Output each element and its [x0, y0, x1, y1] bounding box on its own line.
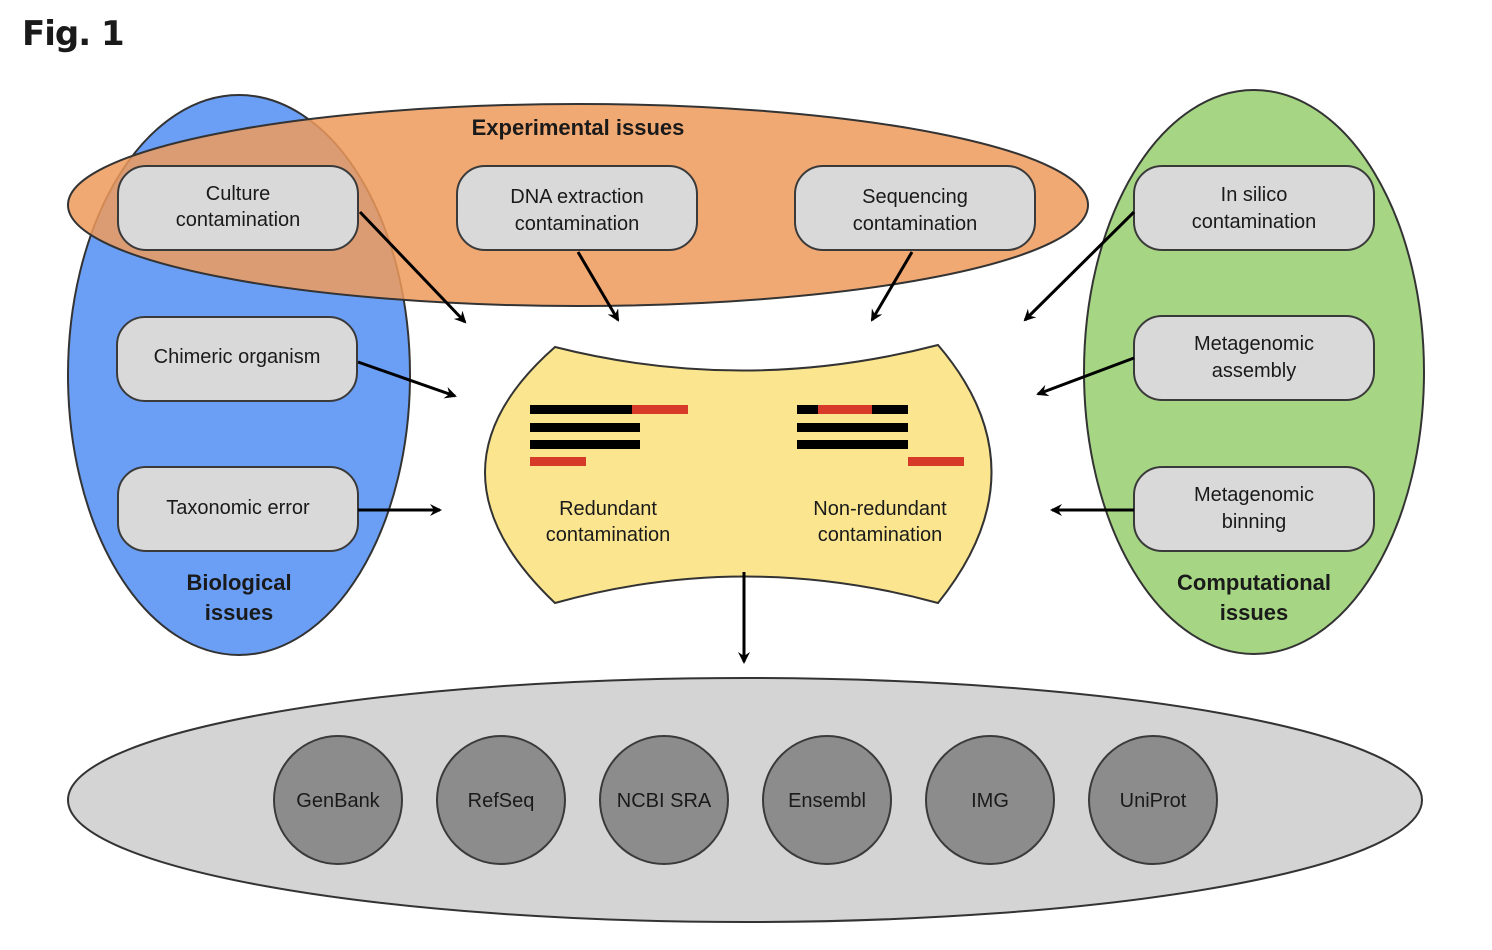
culture-contamination-box: Culture contamination [117, 165, 359, 251]
svg-text:Metagenomic: Metagenomic [1194, 333, 1314, 355]
database-label: NCBI SRA [617, 790, 712, 812]
arrows [357, 210, 1136, 664]
database-label: IMG [971, 790, 1009, 812]
non-redundant-label-line2: contamination [818, 524, 943, 546]
non-redundant-contigs [797, 405, 964, 466]
contaminant-bar [530, 457, 586, 466]
svg-text:assembly: assembly [1212, 360, 1296, 382]
svg-text:Taxonomic error: Taxonomic error [166, 497, 310, 519]
dna-extraction-contamination-box: DNA extraction contamination [456, 165, 698, 251]
database-circle [273, 735, 403, 865]
arrow-chimeric [357, 360, 457, 399]
svg-text:contamination: contamination [176, 209, 301, 231]
database-circle [762, 735, 892, 865]
database-circles: GenBank RefSeq NCBI SRA Ensembl IMG UniProt [273, 735, 1218, 865]
databases-ellipse [67, 677, 1423, 923]
figure-label: Fig. 1 [22, 14, 125, 54]
database-label: Ensembl [788, 790, 866, 812]
database-img: IMG [925, 735, 1055, 865]
svg-text:contamination: contamination [515, 213, 640, 235]
database-refseq: RefSeq [436, 735, 566, 865]
taxonomic-error-box: Taxonomic error [117, 466, 359, 552]
in-silico-contamination-box: In silico contamination [1133, 165, 1375, 251]
arrow-culture [358, 210, 467, 324]
arrow-sequencing [870, 251, 914, 322]
experimental-issues-title: Experimental issues [472, 115, 685, 140]
database-circle [1088, 735, 1218, 865]
contamination-types-shape [484, 343, 993, 605]
contaminant-bar [632, 405, 688, 414]
arrow-in-silico [1023, 210, 1136, 322]
biological-issues-title-line1: Biological [186, 570, 291, 595]
svg-text:In silico: In silico [1221, 184, 1288, 206]
database-label: GenBank [296, 790, 380, 812]
contig-bar [530, 423, 640, 432]
non-redundant-label-line1: Non-redundant [813, 498, 947, 520]
redundant-label-line2: contamination [546, 524, 671, 546]
contaminant-bar [818, 405, 872, 414]
database-genbank: GenBank [273, 735, 403, 865]
arrow-dna-extraction [576, 251, 620, 322]
computational-issues-title-line2: issues [1220, 600, 1289, 625]
svg-text:Culture: Culture [206, 183, 270, 205]
svg-text:Chimeric organism: Chimeric organism [154, 346, 321, 368]
contig-bar [797, 423, 908, 432]
svg-text:contamination: contamination [853, 213, 978, 235]
redundant-label-line1: Redundant [559, 498, 657, 520]
chimeric-organism-box: Chimeric organism [116, 316, 358, 402]
contig-bar [530, 405, 635, 414]
redundant-contigs [530, 405, 688, 466]
database-circle [599, 735, 729, 865]
database-circle [925, 735, 1055, 865]
database-circle [436, 735, 566, 865]
contig-bar [530, 440, 640, 449]
sequencing-contamination-box: Sequencing contamination [794, 165, 1036, 251]
metagenomic-binning-box: Metagenomic binning [1133, 466, 1375, 552]
contig-bar [797, 440, 908, 449]
svg-text:Sequencing: Sequencing [862, 186, 968, 208]
database-ncbi-sra: NCBI SRA [599, 735, 729, 865]
database-label: RefSeq [468, 790, 535, 812]
svg-text:DNA extraction: DNA extraction [510, 186, 643, 208]
metagenomic-assembly-box: Metagenomic assembly [1133, 315, 1375, 401]
contaminant-bar [908, 457, 964, 466]
arrow-metagenomic-assembly [1036, 356, 1135, 397]
biological-issues-title-line2: issues [205, 600, 274, 625]
database-label: UniProt [1120, 790, 1187, 812]
svg-text:binning: binning [1222, 511, 1287, 533]
svg-text:Metagenomic: Metagenomic [1194, 484, 1314, 506]
database-uniprot: UniProt [1088, 735, 1218, 865]
computational-issues-title-line1: Computational [1177, 570, 1331, 595]
database-ensembl: Ensembl [762, 735, 892, 865]
svg-text:contamination: contamination [1192, 211, 1317, 233]
